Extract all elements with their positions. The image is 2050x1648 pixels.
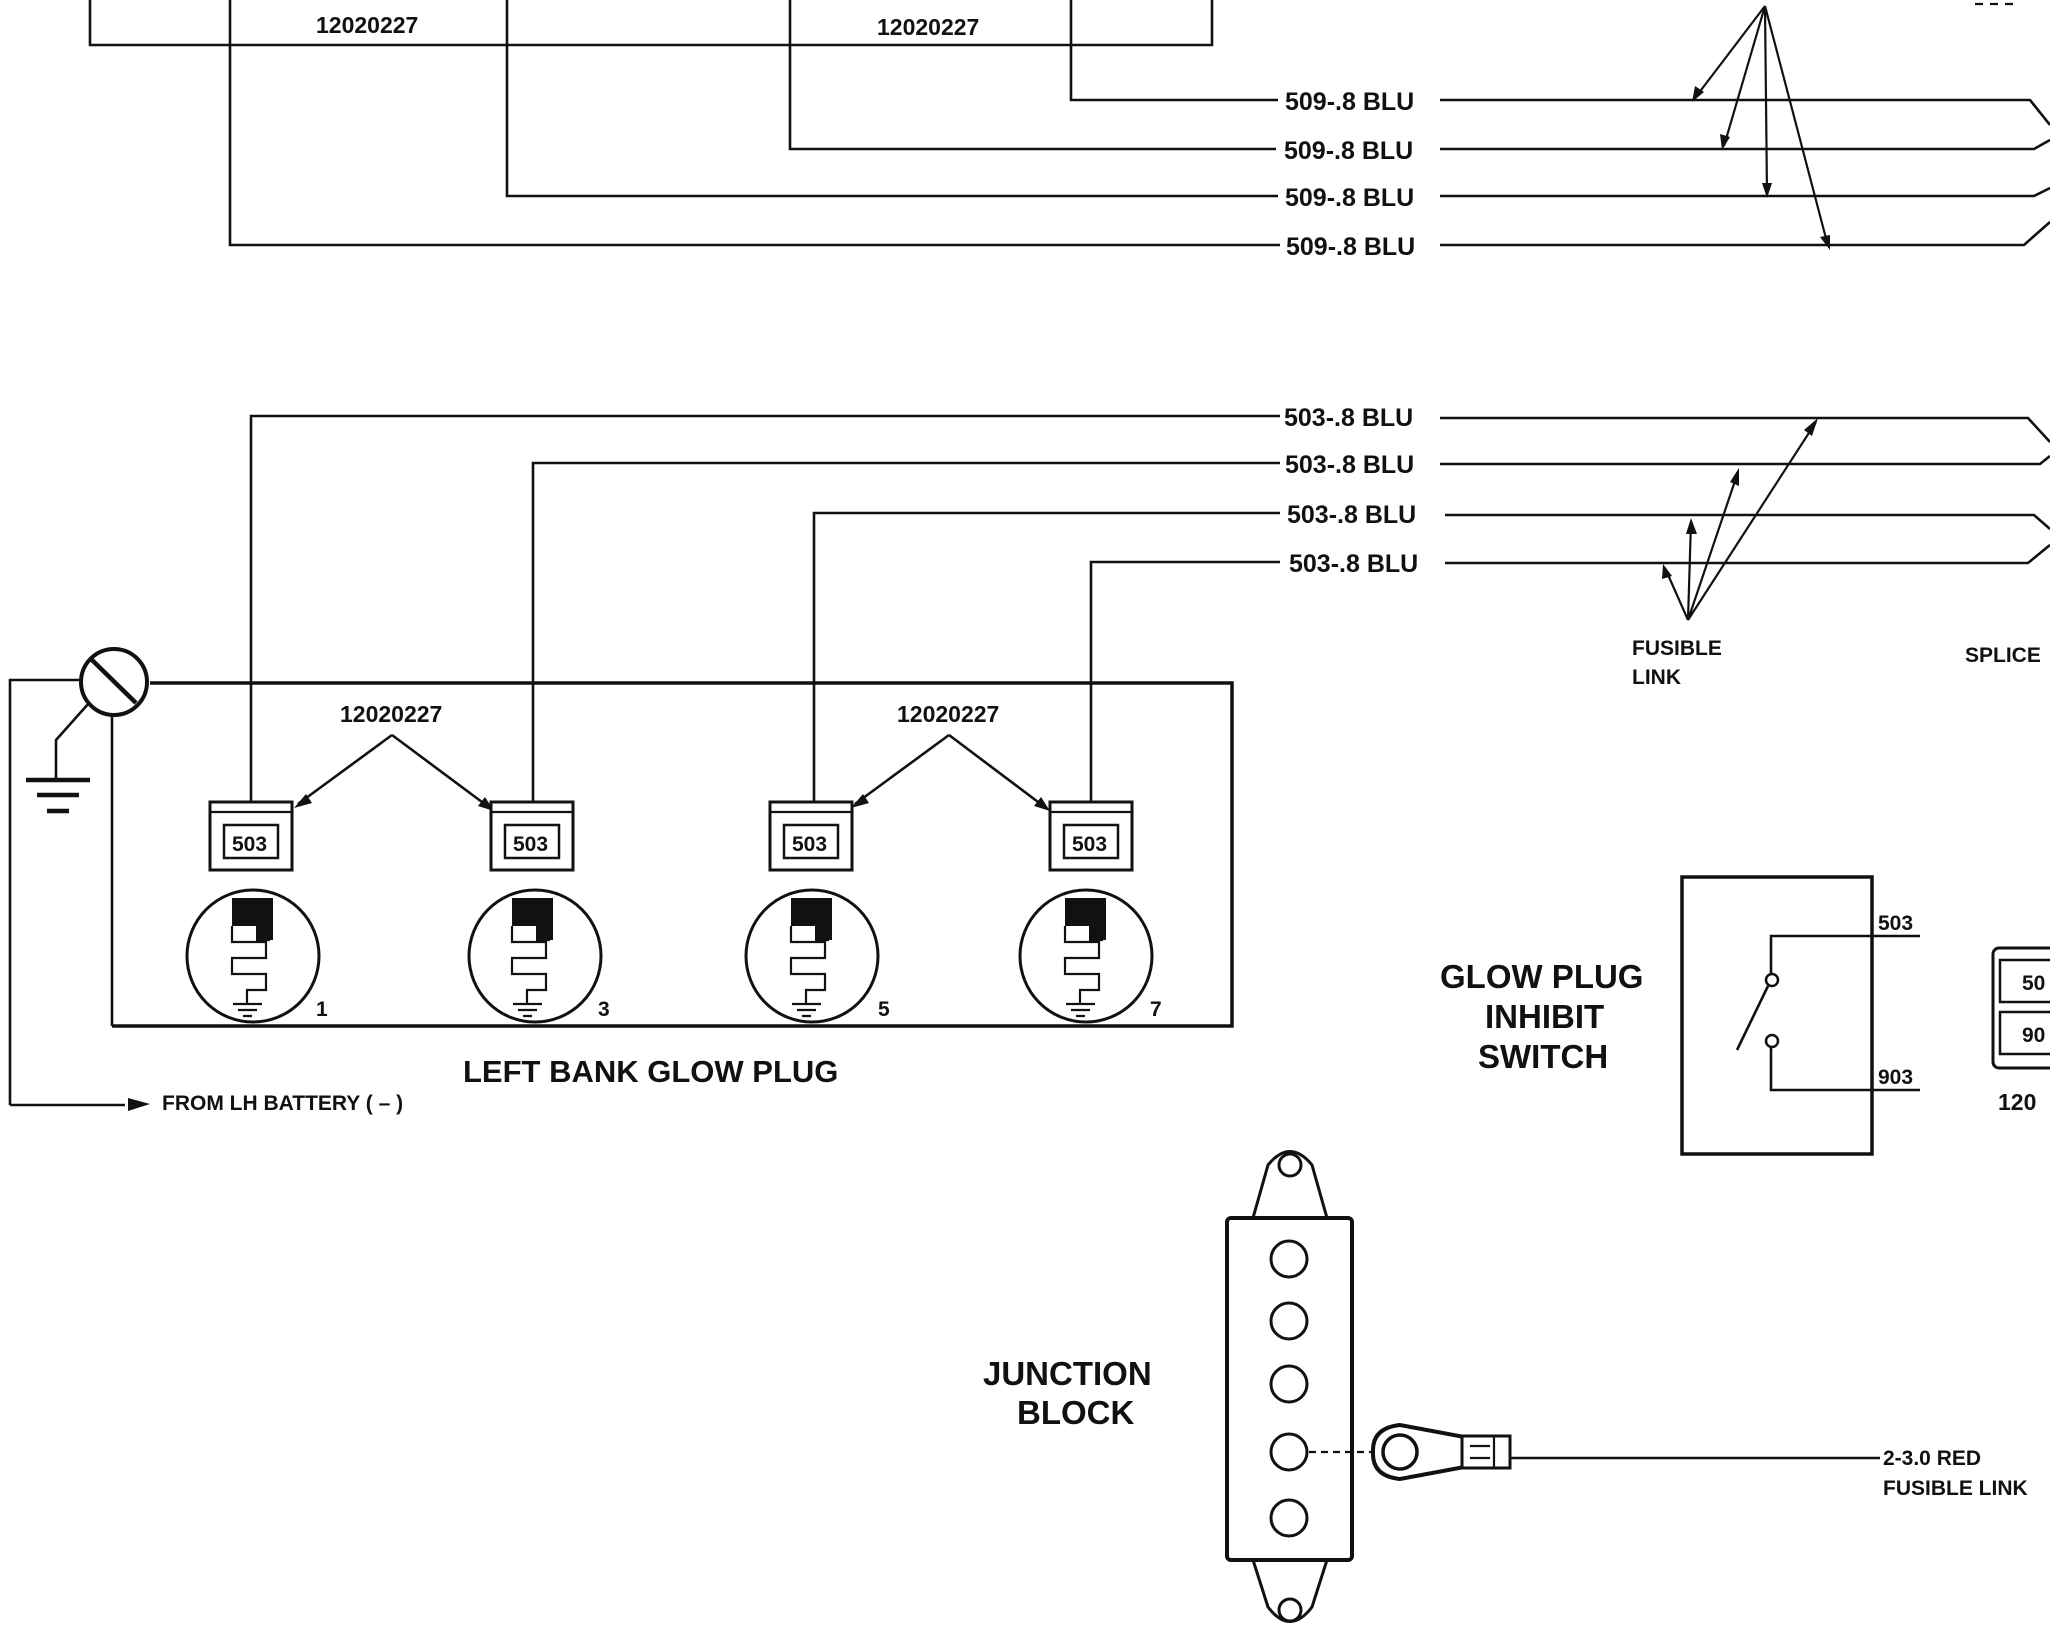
glow-plug-3-icon xyxy=(467,888,603,1024)
wire-509-1-label: 509-.8 BLU xyxy=(1285,88,1414,116)
connector-5-label: 503 xyxy=(792,833,827,856)
splice-label: SPLICE xyxy=(1965,644,2041,667)
wire-509-3-right xyxy=(1440,186,2050,198)
wire-509-3-label: 509-.8 BLU xyxy=(1285,184,1414,212)
fusible-link-label-line1: FUSIBLE xyxy=(1632,637,1722,660)
wire-503-3-label: 503-.8 BLU xyxy=(1287,501,1416,529)
connector-7-label: 503 xyxy=(1072,833,1107,856)
glow-plug-7: 7 xyxy=(1018,888,1162,1024)
junction-terminal-5 xyxy=(1269,1498,1309,1538)
glow-plug-3-number: 3 xyxy=(598,998,610,1021)
junction-terminal-4 xyxy=(1269,1432,1309,1472)
junction-block xyxy=(1225,1150,1354,1623)
wire-503-2-right xyxy=(1440,454,2050,466)
wires-503: 503-.8 BLU 503-.8 BLU 503-.8 BLU 503-.8 … xyxy=(249,404,2050,825)
wire-509-1-right xyxy=(1440,98,2050,126)
ground-stud xyxy=(26,647,149,814)
wire-503-3 xyxy=(812,511,1280,825)
glow-plug-connector-1: 503 xyxy=(208,800,294,872)
wire-503-1-right xyxy=(1440,416,2050,443)
right-connector-label-top: 50 xyxy=(2022,972,2045,995)
switch-contact-top xyxy=(1764,972,1780,988)
glow-plug-3: 3 xyxy=(467,888,610,1024)
top-connector-section: 12020227 12020227 xyxy=(88,0,1214,47)
glow-plug-1-number: 1 xyxy=(316,998,328,1021)
ground-symbol-icon xyxy=(26,777,90,814)
inhibit-switch-title-line1: GLOW PLUG xyxy=(1440,958,1643,995)
inhibit-terminal-503: 503 xyxy=(1878,912,1913,935)
glow-plug-5: 5 xyxy=(744,888,890,1024)
wire-509-4-label: 509-.8 BLU xyxy=(1286,233,1415,261)
top-harness-line xyxy=(88,0,1214,47)
top-left-part-number: 12020227 xyxy=(316,12,418,38)
switch-contact-bottom xyxy=(1764,1033,1780,1049)
wire-503-1-label: 503-.8 BLU xyxy=(1284,404,1413,432)
wire-509-2-right xyxy=(1440,138,2050,151)
glow-plug-connector-5: 503 xyxy=(768,800,854,872)
wire-509-4-right xyxy=(1440,221,2050,247)
right-connector-label-bottom: 90 xyxy=(2022,1024,2045,1047)
inhibit-switch: 503 903 xyxy=(1680,875,1920,1156)
wire-503-4-label: 503-.8 BLU xyxy=(1289,550,1418,578)
wire-503-1 xyxy=(249,414,1280,825)
junction-block-bottom-tab xyxy=(1250,1558,1330,1623)
glow-plug-connector-3: 503 xyxy=(489,800,575,872)
inhibit-terminal-903: 903 xyxy=(1878,1066,1913,1089)
red-link-label-line1: 2-3.0 RED xyxy=(1883,1447,1981,1470)
junction-block-title-line2: BLOCK xyxy=(1017,1394,1134,1431)
ring-terminal-icon xyxy=(1370,1422,1472,1482)
right-edge-part-number: 120 xyxy=(1998,1089,2036,1115)
connector-1-label: 503 xyxy=(232,833,267,856)
wire-503-2 xyxy=(531,461,1280,825)
glow-plug-7-icon xyxy=(1018,888,1154,1024)
battery-arrow xyxy=(128,1098,150,1111)
wire-509-1 xyxy=(1069,45,1278,102)
junction-terminal-1 xyxy=(1269,1239,1309,1279)
inhibit-switch-title-line3: SWITCH xyxy=(1478,1038,1608,1075)
wire-503-3-right xyxy=(1445,513,2050,530)
glow-plug-connector-7: 503 xyxy=(1048,800,1134,872)
glow-plug-1-icon xyxy=(185,888,321,1024)
inhibit-switch-title-line2: INHIBIT xyxy=(1485,998,1604,1035)
right-edge-connector: 50 90 xyxy=(1991,946,2050,1070)
junction-block-body xyxy=(1225,1216,1354,1562)
right-pair-part-number: 12020227 xyxy=(897,701,999,727)
part-number-arrows xyxy=(294,733,1050,811)
enclosure-top-left xyxy=(8,678,80,1105)
glow-plug-1: 1 xyxy=(185,888,328,1024)
junction-block-title-line1: JUNCTION xyxy=(983,1355,1152,1392)
wire-509-2-label: 509-.8 BLU xyxy=(1284,137,1413,165)
glow-plug-5-number: 5 xyxy=(878,998,890,1021)
wire-503-4-right xyxy=(1445,543,2050,565)
fusible-link-label-line2: LINK xyxy=(1632,666,1681,689)
enclosure-frame xyxy=(112,681,1234,1028)
junction-terminal-3 xyxy=(1269,1364,1309,1404)
inhibit-switch-body xyxy=(1680,875,1874,1156)
glow-plug-5-icon xyxy=(744,888,880,1024)
switch-blade xyxy=(1735,985,1770,1051)
wire-503-4 xyxy=(1089,560,1280,825)
junction-block-top-tab xyxy=(1251,1150,1329,1220)
top-center-part-number: 12020227 xyxy=(877,14,979,40)
wire-503-2-label: 503-.8 BLU xyxy=(1285,451,1414,479)
left-bank-enclosure xyxy=(8,678,1234,1111)
junction-terminal-2 xyxy=(1269,1301,1309,1341)
top-fusible-link-arrows xyxy=(1692,2,2013,250)
wire-509-2 xyxy=(788,45,1276,151)
fusible-link-arrows xyxy=(1662,418,1818,621)
left-bank-title: LEFT BANK GLOW PLUG xyxy=(463,1054,838,1089)
red-link-label-line2: FUSIBLE LINK xyxy=(1883,1477,2028,1500)
wire-509-4 xyxy=(228,45,1280,247)
ring-terminal xyxy=(1309,1422,1880,1482)
connector-3-label: 503 xyxy=(513,833,548,856)
wire-509-3 xyxy=(505,45,1278,198)
wires-509: 509-.8 BLU 509-.8 BLU 509-.8 BLU 509-.8 … xyxy=(228,45,2050,261)
left-pair-part-number: 12020227 xyxy=(340,701,442,727)
glow-plug-7-number: 7 xyxy=(1150,998,1162,1021)
battery-label: FROM LH BATTERY ( – ) xyxy=(162,1092,403,1115)
